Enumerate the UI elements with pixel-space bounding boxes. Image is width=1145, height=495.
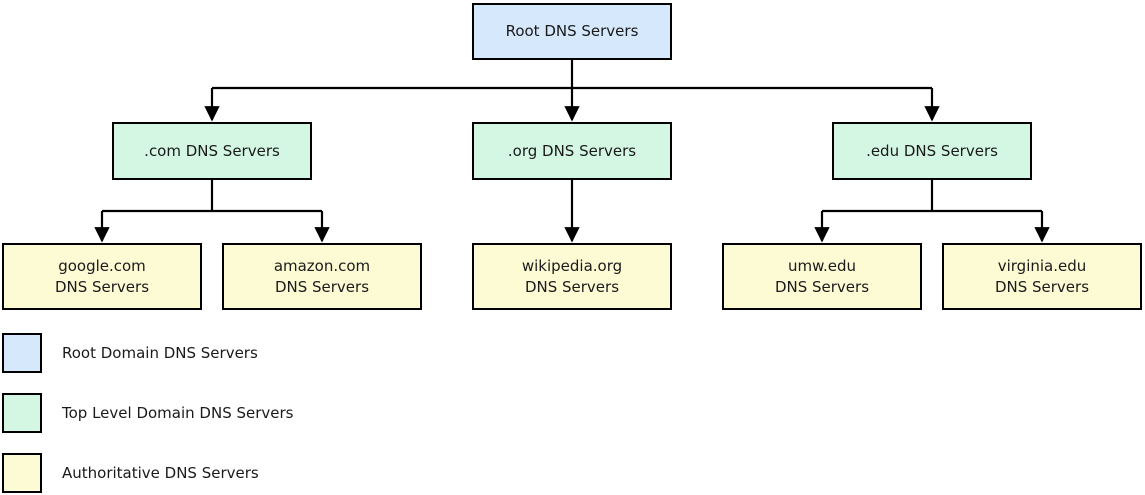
node-authoritative-umw-edu[interactable]: umw.edu DNS Servers: [722, 243, 922, 310]
node-authoritative-wikipedia-org[interactable]: wikipedia.org DNS Servers: [472, 243, 672, 310]
node-tld-org[interactable]: .org DNS Servers: [472, 122, 672, 180]
legend-swatch-top-level-domain: [2, 393, 42, 433]
node-tld-com[interactable]: .com DNS Servers: [112, 122, 312, 180]
node-label-line1: umw.edu: [787, 257, 857, 276]
node-root-dns-servers[interactable]: Root DNS Servers: [472, 3, 672, 60]
node-label: .edu DNS Servers: [866, 141, 998, 160]
node-label: Root DNS Servers: [505, 22, 639, 41]
legend-item-authoritative: Authoritative DNS Servers: [2, 453, 259, 493]
node-label-line2: DNS Servers: [994, 277, 1090, 296]
legend-swatch-root-domain: [2, 333, 42, 373]
node-label-line1: amazon.com: [273, 257, 371, 276]
node-tld-edu[interactable]: .edu DNS Servers: [832, 122, 1032, 180]
node-authoritative-google-com[interactable]: google.com DNS Servers: [2, 243, 202, 310]
legend-item-root-domain: Root Domain DNS Servers: [2, 333, 258, 373]
node-label: .org DNS Servers: [507, 141, 637, 160]
node-label-line2: DNS Servers: [54, 277, 150, 296]
legend-swatch-authoritative: [2, 453, 42, 493]
node-label: .com DNS Servers: [144, 141, 280, 160]
node-label-line1: google.com: [58, 257, 146, 276]
legend-label-root-domain: Root Domain DNS Servers: [62, 344, 258, 362]
legend-label-authoritative: Authoritative DNS Servers: [62, 464, 259, 482]
node-authoritative-virginia-edu[interactable]: virginia.edu DNS Servers: [942, 243, 1142, 310]
node-label-line2: DNS Servers: [774, 277, 870, 296]
legend-item-top-level-domain: Top Level Domain DNS Servers: [2, 393, 293, 433]
node-label-line2: DNS Servers: [524, 277, 620, 296]
node-label-line1: virginia.edu: [997, 257, 1087, 276]
node-label-line1: wikipedia.org: [521, 257, 623, 276]
node-label-line2: DNS Servers: [274, 277, 370, 296]
legend-label-top-level-domain: Top Level Domain DNS Servers: [62, 404, 294, 422]
node-authoritative-amazon-com[interactable]: amazon.com DNS Servers: [222, 243, 422, 310]
